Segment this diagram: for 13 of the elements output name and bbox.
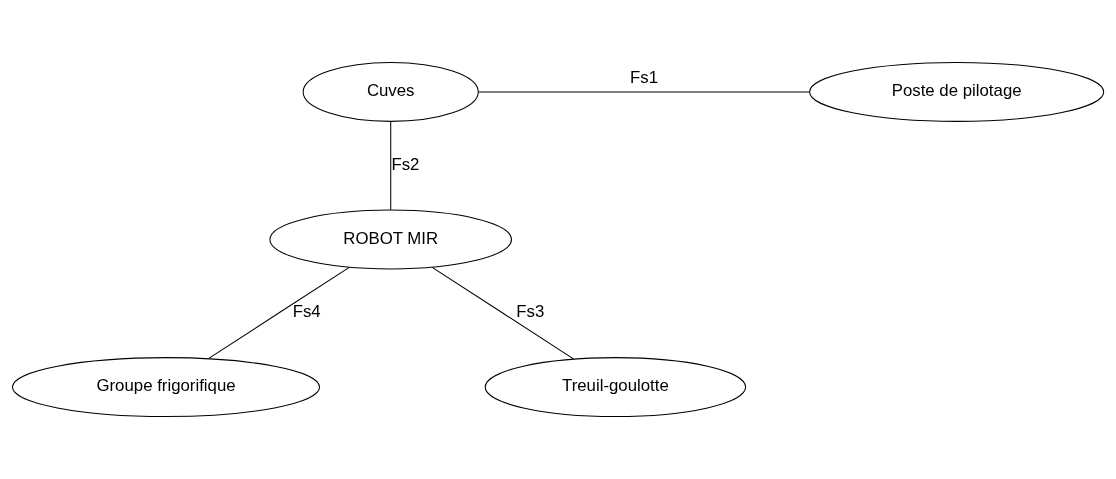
connector	[478, 91, 810, 93]
connector	[208, 266, 350, 359]
edge-label: Fs1	[629, 68, 658, 88]
node-ellipse: Treuil-goulotte	[484, 357, 747, 418]
connector	[431, 266, 574, 360]
node-ellipse: Cuves	[302, 61, 479, 122]
edge-label: Fs4	[292, 302, 321, 322]
edge-label: Fs3	[516, 302, 545, 322]
edge-label: Fs2	[391, 154, 420, 174]
node-ellipse: Groupe frigorifique	[11, 357, 321, 418]
node-ellipse: Poste de pilotage	[809, 61, 1105, 122]
connector	[390, 121, 392, 211]
node-ellipse: ROBOT MIR	[269, 209, 512, 270]
